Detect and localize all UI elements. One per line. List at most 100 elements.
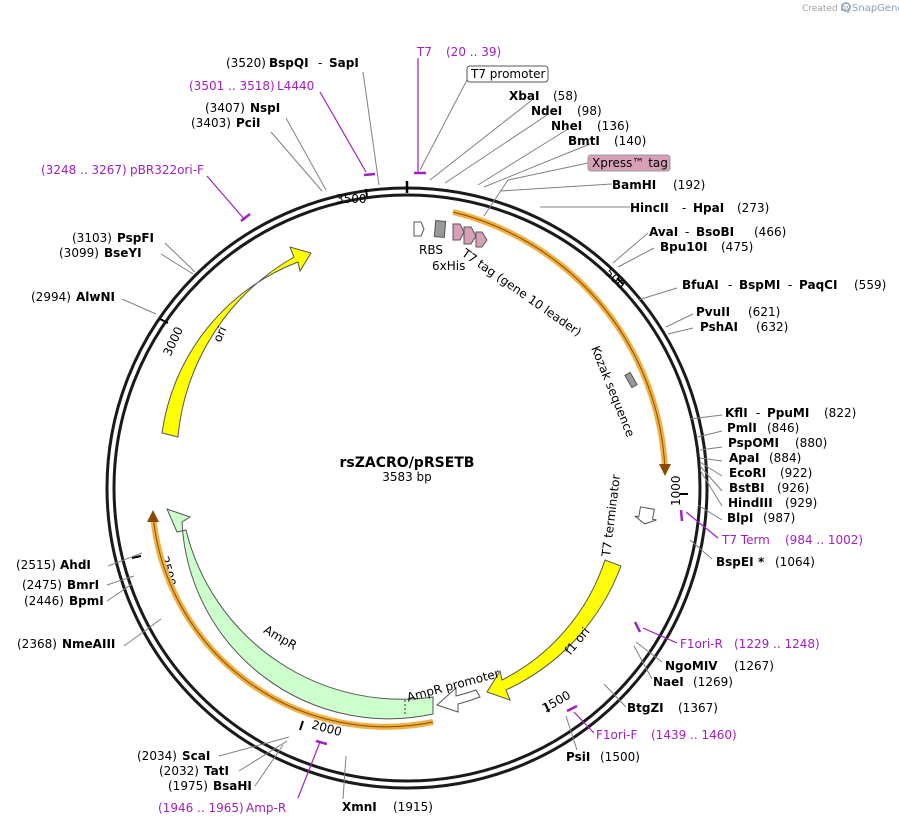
primer-t7term-name[interactable]: T7 Term [721, 533, 770, 547]
site-bsahi-name[interactable]: BsaHI [213, 779, 252, 793]
primer-t7-range: (20 .. 39) [446, 45, 501, 59]
site-ngomiv-name[interactable]: NgoMIV [665, 659, 718, 673]
primer-ampr-name[interactable]: Amp-R [246, 801, 286, 815]
tick-500-mark [616, 277, 624, 285]
site-bspei-name[interactable]: BspEI [716, 555, 754, 569]
gray-feature-box [433, 220, 447, 238]
site-paqci-name[interactable]: PaqCI [799, 278, 837, 292]
site-pspomi-name[interactable]: PspOMI [728, 436, 779, 450]
site-nhei-name[interactable]: NheI [551, 119, 582, 133]
t7-tag-marker [463, 226, 477, 245]
site-ngomiv-pos: (1267) [734, 659, 774, 673]
site-nmeaiii-name[interactable]: NmeAIII [62, 637, 115, 651]
t7-terminator-marker [634, 506, 657, 525]
site-pcii-name[interactable]: PciI [236, 116, 261, 130]
xpress-tag-box [587, 154, 671, 172]
site-bamhi-pos: (192) [673, 178, 705, 192]
site-bpmi-name[interactable]: BpmI [69, 594, 104, 608]
ori-arrow [161, 246, 312, 438]
primer-f1orif-name[interactable]: F1ori-F [596, 728, 637, 742]
ampr-promoter-marker [436, 686, 481, 713]
site-pvuii-name[interactable]: PvuII [696, 305, 730, 319]
site-xmni-name[interactable]: XmnI [342, 800, 377, 814]
ori-label: ori [210, 324, 229, 344]
leader-lines [106, 71, 723, 800]
site-bmti-name[interactable]: BmtI [568, 134, 600, 148]
site-bseyi-name[interactable]: BseYI [104, 246, 142, 260]
tick-label-500: 500 [602, 265, 628, 291]
site-alwni-name[interactable]: AlwNI [76, 290, 115, 304]
site-bsobi-name[interactable]: BsoBI [696, 225, 734, 239]
site-bsahi-pos: (1975) [168, 779, 208, 793]
primer-l4440-range: (3501 .. 3518) [189, 79, 275, 93]
site-bspmi-name[interactable]: BspMI [739, 278, 780, 292]
t7-promoter-label[interactable]: T7 promoter [470, 67, 546, 81]
primer-leader-lines [206, 58, 719, 799]
site-ahdi-name[interactable]: AhdI [60, 558, 91, 572]
site-apai-name[interactable]: ApaI [729, 451, 759, 465]
site-kfli-name[interactable]: KflI [725, 406, 748, 420]
site-tati-name[interactable]: TatI [204, 764, 229, 778]
site-bfuai-sep: - [728, 278, 732, 292]
site-ecori-name[interactable]: EcoRI [729, 466, 766, 480]
tick-label-3500: 3500 [336, 192, 367, 206]
site-xbai-name[interactable]: XbaI [509, 89, 539, 103]
kozak-label: Kozak sequence [588, 344, 637, 439]
site-paqci-pos: (559) [854, 278, 886, 292]
snapgene-logo-icon [841, 2, 851, 12]
site-bseyi-pos: (3099) [59, 246, 99, 260]
site-hpai-name[interactable]: HpaI [693, 201, 724, 215]
rbs-marker [413, 221, 425, 237]
primer-pbr322-name[interactable]: pBR322ori-F [130, 163, 204, 177]
site-xmni-pos: (1915) [393, 800, 433, 814]
site-hindiii-name[interactable]: HindIII [728, 496, 773, 510]
site-tati-pos: (2032) [159, 764, 199, 778]
site-avai-name[interactable]: AvaI [649, 225, 678, 239]
site-naei-name[interactable]: NaeI [653, 675, 684, 689]
site-hpai-pos: (273) [737, 201, 769, 215]
site-ppumi-name[interactable]: PpuMI [767, 406, 809, 420]
site-xbai-pos: (58) [553, 89, 578, 103]
site-btgzi-name[interactable]: BtgZI [627, 701, 664, 715]
site-pmli-name[interactable]: PmlI [727, 421, 757, 435]
tick-2500-mark [131, 555, 142, 559]
site-nmeaiii-pos: (2368) [17, 637, 57, 651]
site-pspomi-pos: (880) [795, 436, 827, 450]
site-pshai-name[interactable]: PshAI [700, 320, 738, 334]
site-bamhi-name[interactable]: BamHI [612, 178, 656, 192]
site-nhei-pos: (136) [597, 119, 629, 133]
site-bspqi-name[interactable]: BspQI [269, 56, 309, 70]
site-hincii-name[interactable]: HincII [630, 201, 669, 215]
site-pvuii-pos: (621) [748, 305, 780, 319]
site-psii-name[interactable]: PsiI [566, 750, 590, 764]
primer-f1orir-name[interactable]: F1ori-R [680, 637, 723, 651]
rbs-label: RBS [419, 243, 443, 257]
orf-arc-ampr-arrow [147, 510, 159, 522]
site-scai-name[interactable]: ScaI [182, 749, 210, 763]
site-sapi-name[interactable]: SapI [329, 56, 359, 70]
site-blpi-name[interactable]: BlpI [727, 511, 753, 525]
site-scai-pos: (2034) [137, 749, 177, 763]
site-bmri-name[interactable]: BmrI [67, 578, 99, 592]
orf-arc-top-line [452, 211, 666, 471]
t7-terminator-label: T7 terminator [599, 474, 623, 559]
site-nspi-name[interactable]: NspI [250, 101, 280, 115]
site-bfuai-name[interactable]: BfuAI [682, 278, 719, 292]
tick-3000-mark [159, 318, 169, 324]
site-bstbi-pos: (926) [777, 481, 809, 495]
primer-l4440-name[interactable]: L4440 [277, 79, 314, 93]
site-ndei-name[interactable]: NdeI [531, 104, 562, 118]
site-bpu10i-name[interactable]: Bpu10I [660, 240, 707, 254]
site-pspfi-name[interactable]: PspFI [117, 231, 154, 245]
site-bspqi-sep: - [318, 56, 322, 70]
site-bstbi-name[interactable]: BstBI [729, 481, 765, 495]
plasmid-name: rsZACRO/pRSETB [340, 455, 475, 471]
primer-t7-name[interactable]: T7 [416, 45, 432, 59]
site-blpi-pos: (987) [763, 511, 795, 525]
primer-f1orir-range: (1229 .. 1248) [734, 637, 820, 651]
site-bpmi-pos: (2446) [24, 594, 64, 608]
xpress-tag-label[interactable]: Xpress™ tag [592, 156, 668, 170]
xpress-tag-marker [475, 231, 488, 248]
site-kfli-sep: - [756, 406, 760, 420]
